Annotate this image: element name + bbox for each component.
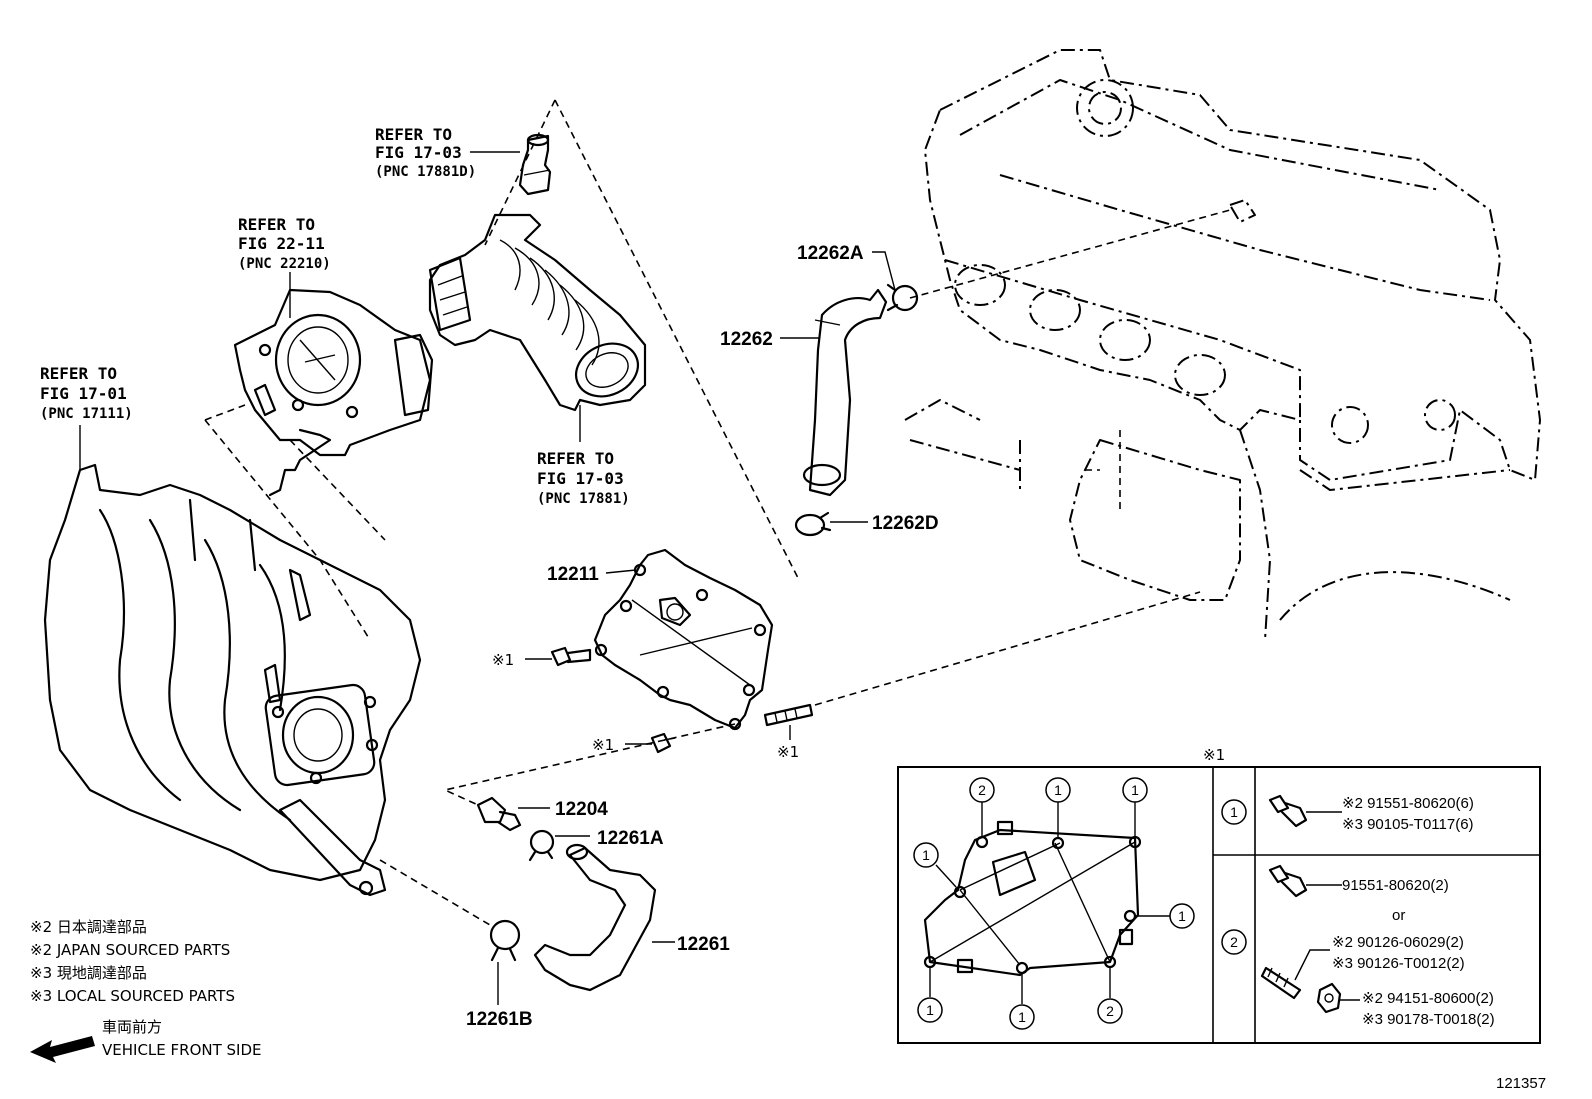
vehicle-front-indicator: 車両前方 VEHICLE FRONT SIDE — [30, 1018, 262, 1063]
svg-text:※2 JAPAN SOURCED PARTS: ※2 JAPAN SOURCED PARTS — [30, 941, 230, 959]
engine-block-outline — [904, 49, 1541, 641]
svg-text:FIG 17-01: FIG 17-01 — [40, 384, 127, 403]
svg-text:※3 LOCAL SOURCED PARTS: ※3 LOCAL SOURCED PARTS — [30, 987, 235, 1005]
svg-text:(PNC 17881): (PNC 17881) — [537, 491, 630, 507]
ref-label-intake-hose: REFER TO FIG 17-03 (PNC 17881D) — [375, 125, 476, 180]
clip-12261B — [489, 919, 521, 962]
assembly-lines — [204, 99, 1231, 926]
table-callout: ※1 — [1203, 746, 1225, 764]
svg-text:(PNC 17881D): (PNC 17881D) — [375, 164, 476, 180]
ref-label-air-hose: REFER TO FIG 17-03 (PNC 17881) — [537, 449, 630, 507]
callout-stud: ※1 — [777, 743, 799, 761]
svg-text:FIG 17-03: FIG 17-03 — [537, 469, 624, 488]
svg-text:FIG 17-03: FIG 17-03 — [375, 143, 462, 162]
table-row2-or: or — [1392, 907, 1405, 924]
svg-text:VEHICLE FRONT SIDE: VEHICLE FRONT SIDE — [102, 1041, 262, 1059]
svg-text:(PNC 17111): (PNC 17111) — [40, 406, 133, 422]
callout-bolt-upper: ※1 — [492, 651, 514, 669]
table-row2-line3: ※3 90126-T0012(2) — [1332, 955, 1465, 972]
label-12204: 12204 — [555, 799, 608, 820]
svg-text:1: 1 — [926, 1002, 934, 1018]
sensor-12204 — [476, 796, 522, 832]
clip-12262A — [886, 283, 919, 312]
table-key-2 — [1221, 929, 1247, 955]
ref-label-throttle-body: REFER TO FIG 22-11 (PNC 22210) — [238, 215, 331, 272]
label-12262: 12262 — [720, 329, 773, 350]
svg-text:2: 2 — [1230, 934, 1238, 950]
table-row2-line4: ※2 94151-80600(2) — [1362, 990, 1494, 1007]
detail-table: 2 1 1 1 1 1 1 2 1 2 ※2 91551-80620(6) — [897, 766, 1541, 1044]
stud-bolt — [763, 703, 814, 727]
svg-text:REFER TO: REFER TO — [375, 125, 452, 144]
svg-text:1: 1 — [1178, 908, 1186, 924]
bolt-upper — [550, 646, 592, 667]
cover-12211 — [593, 548, 774, 731]
table-markers: 2 1 1 1 1 1 1 2 — [913, 777, 1195, 1030]
svg-text:※3 現地調達部品: ※3 現地調達部品 — [30, 964, 147, 982]
throttle-body — [233, 288, 434, 497]
table-stud-icon — [1260, 966, 1302, 1000]
svg-text:1: 1 — [922, 847, 930, 863]
svg-text:※2 日本調達部品: ※2 日本調達部品 — [30, 918, 147, 936]
svg-text:2: 2 — [1106, 1003, 1114, 1019]
table-row2-line1: 91551-80620(2) — [1342, 877, 1449, 894]
hose-12262 — [802, 288, 888, 497]
table-bolt-icon — [1268, 864, 1308, 898]
label-12261A: 12261A — [597, 828, 664, 849]
table-row1-line2: ※3 90105-T0117(6) — [1342, 816, 1474, 833]
callout-bolt-lower: ※1 — [592, 736, 614, 754]
svg-text:(PNC 22210): (PNC 22210) — [238, 256, 331, 272]
front-arrow-icon — [30, 1036, 95, 1063]
label-12262A: 12262A — [797, 243, 864, 264]
svg-text:REFER TO: REFER TO — [238, 215, 315, 234]
bolt-lower — [650, 732, 676, 754]
label-12261B: 12261B — [466, 1009, 533, 1030]
leader-lines — [79, 151, 896, 1005]
svg-text:1: 1 — [1018, 1009, 1026, 1025]
intake-manifold — [43, 463, 422, 897]
table-row1-line1: ※2 91551-80620(6) — [1342, 795, 1474, 812]
svg-text:REFER TO: REFER TO — [40, 364, 117, 383]
label-12211: 12211 — [547, 564, 599, 585]
svg-text:REFER TO: REFER TO — [537, 449, 614, 468]
table-cover-sketch — [923, 820, 1142, 977]
label-12262D: 12262D — [872, 513, 939, 534]
table-row2-line2: ※2 90126-06029(2) — [1332, 934, 1464, 951]
label-12261: 12261 — [677, 934, 730, 955]
hose-connector — [518, 133, 552, 196]
table-bolt-flange-icon — [1268, 794, 1308, 828]
hose-12261 — [533, 843, 657, 992]
table-row2-line5: ※3 90178-T0018(2) — [1362, 1011, 1495, 1028]
svg-text:1: 1 — [1054, 782, 1062, 798]
svg-text:1: 1 — [1230, 804, 1238, 820]
sourcing-notes: ※2 日本調達部品 ※2 JAPAN SOURCED PARTS ※3 現地調達… — [30, 918, 235, 1005]
svg-text:1: 1 — [1131, 782, 1139, 798]
air-intake-hose — [428, 213, 647, 412]
clip-12261A — [528, 829, 555, 862]
table-nut-icon — [1316, 982, 1342, 1014]
svg-text:2: 2 — [978, 782, 986, 798]
table-key-1 — [1221, 799, 1247, 825]
figure-number: 121357 — [1496, 1075, 1546, 1092]
svg-text:車両前方: 車両前方 — [102, 1018, 162, 1036]
ref-label-intake-manifold: REFER TO FIG 17-01 (PNC 17111) — [40, 364, 133, 422]
clip-12262D — [794, 511, 832, 537]
svg-text:FIG 22-11: FIG 22-11 — [238, 234, 325, 253]
